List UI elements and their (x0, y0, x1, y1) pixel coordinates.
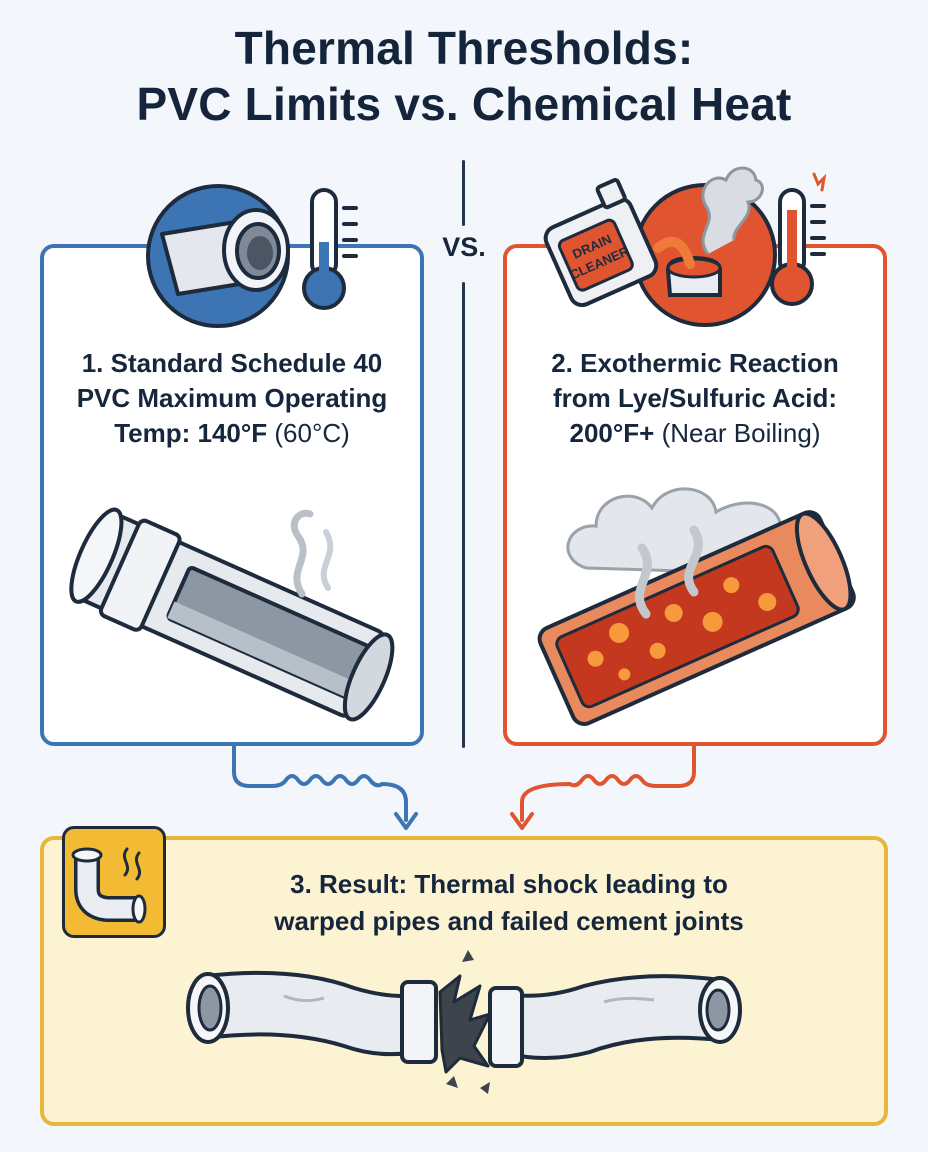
broken-pipe-icon (186, 950, 742, 1094)
pvc-elbow-icon (71, 847, 147, 924)
steam-icon (701, 166, 764, 255)
hot-chemical-pipe-illustration (537, 487, 856, 726)
pvc-pipe-cutaway-illustration (69, 507, 395, 722)
center-divider-bottom (462, 282, 465, 748)
pvc-limit-heading: 1. Standard Schedule 40 PVC Maximum Oper… (76, 348, 388, 448)
chemical-heat-heading: 2. Exothermic Reaction from Lye/Sulfuric… (551, 348, 839, 448)
pvc-max-temp: Temp: 140°F (114, 418, 268, 448)
left-to-result-arrow (232, 742, 418, 830)
title-line-1: Thermal Thresholds: (234, 22, 694, 74)
right-to-result-arrow (510, 742, 696, 830)
pvc-pipe-end-icon (146, 184, 290, 328)
result-panel: 3. Result: Thermal shock leading to warp… (40, 836, 888, 1126)
result-heading: 3. Result: Thermal shock leading to warp… (274, 869, 744, 936)
thermometer-hot-icon (770, 172, 827, 306)
pvc-max-temp-celsius: (60°C) (274, 418, 350, 448)
page-title: Thermal Thresholds: PVC Limits vs. Chemi… (0, 20, 928, 132)
title-line-2: PVC Limits vs. Chemical Heat (136, 78, 792, 130)
vs-label: VS. (442, 232, 486, 262)
center-divider-top (462, 160, 465, 226)
thermometer-cool-icon (302, 188, 358, 310)
result-badge (62, 826, 166, 938)
drain-cleaner-bottle-icon: DRAIN CLEANER (543, 178, 659, 308)
reaction-temp-note: (Near Boiling) (661, 418, 821, 448)
reaction-temp: 200°F+ (569, 418, 655, 448)
